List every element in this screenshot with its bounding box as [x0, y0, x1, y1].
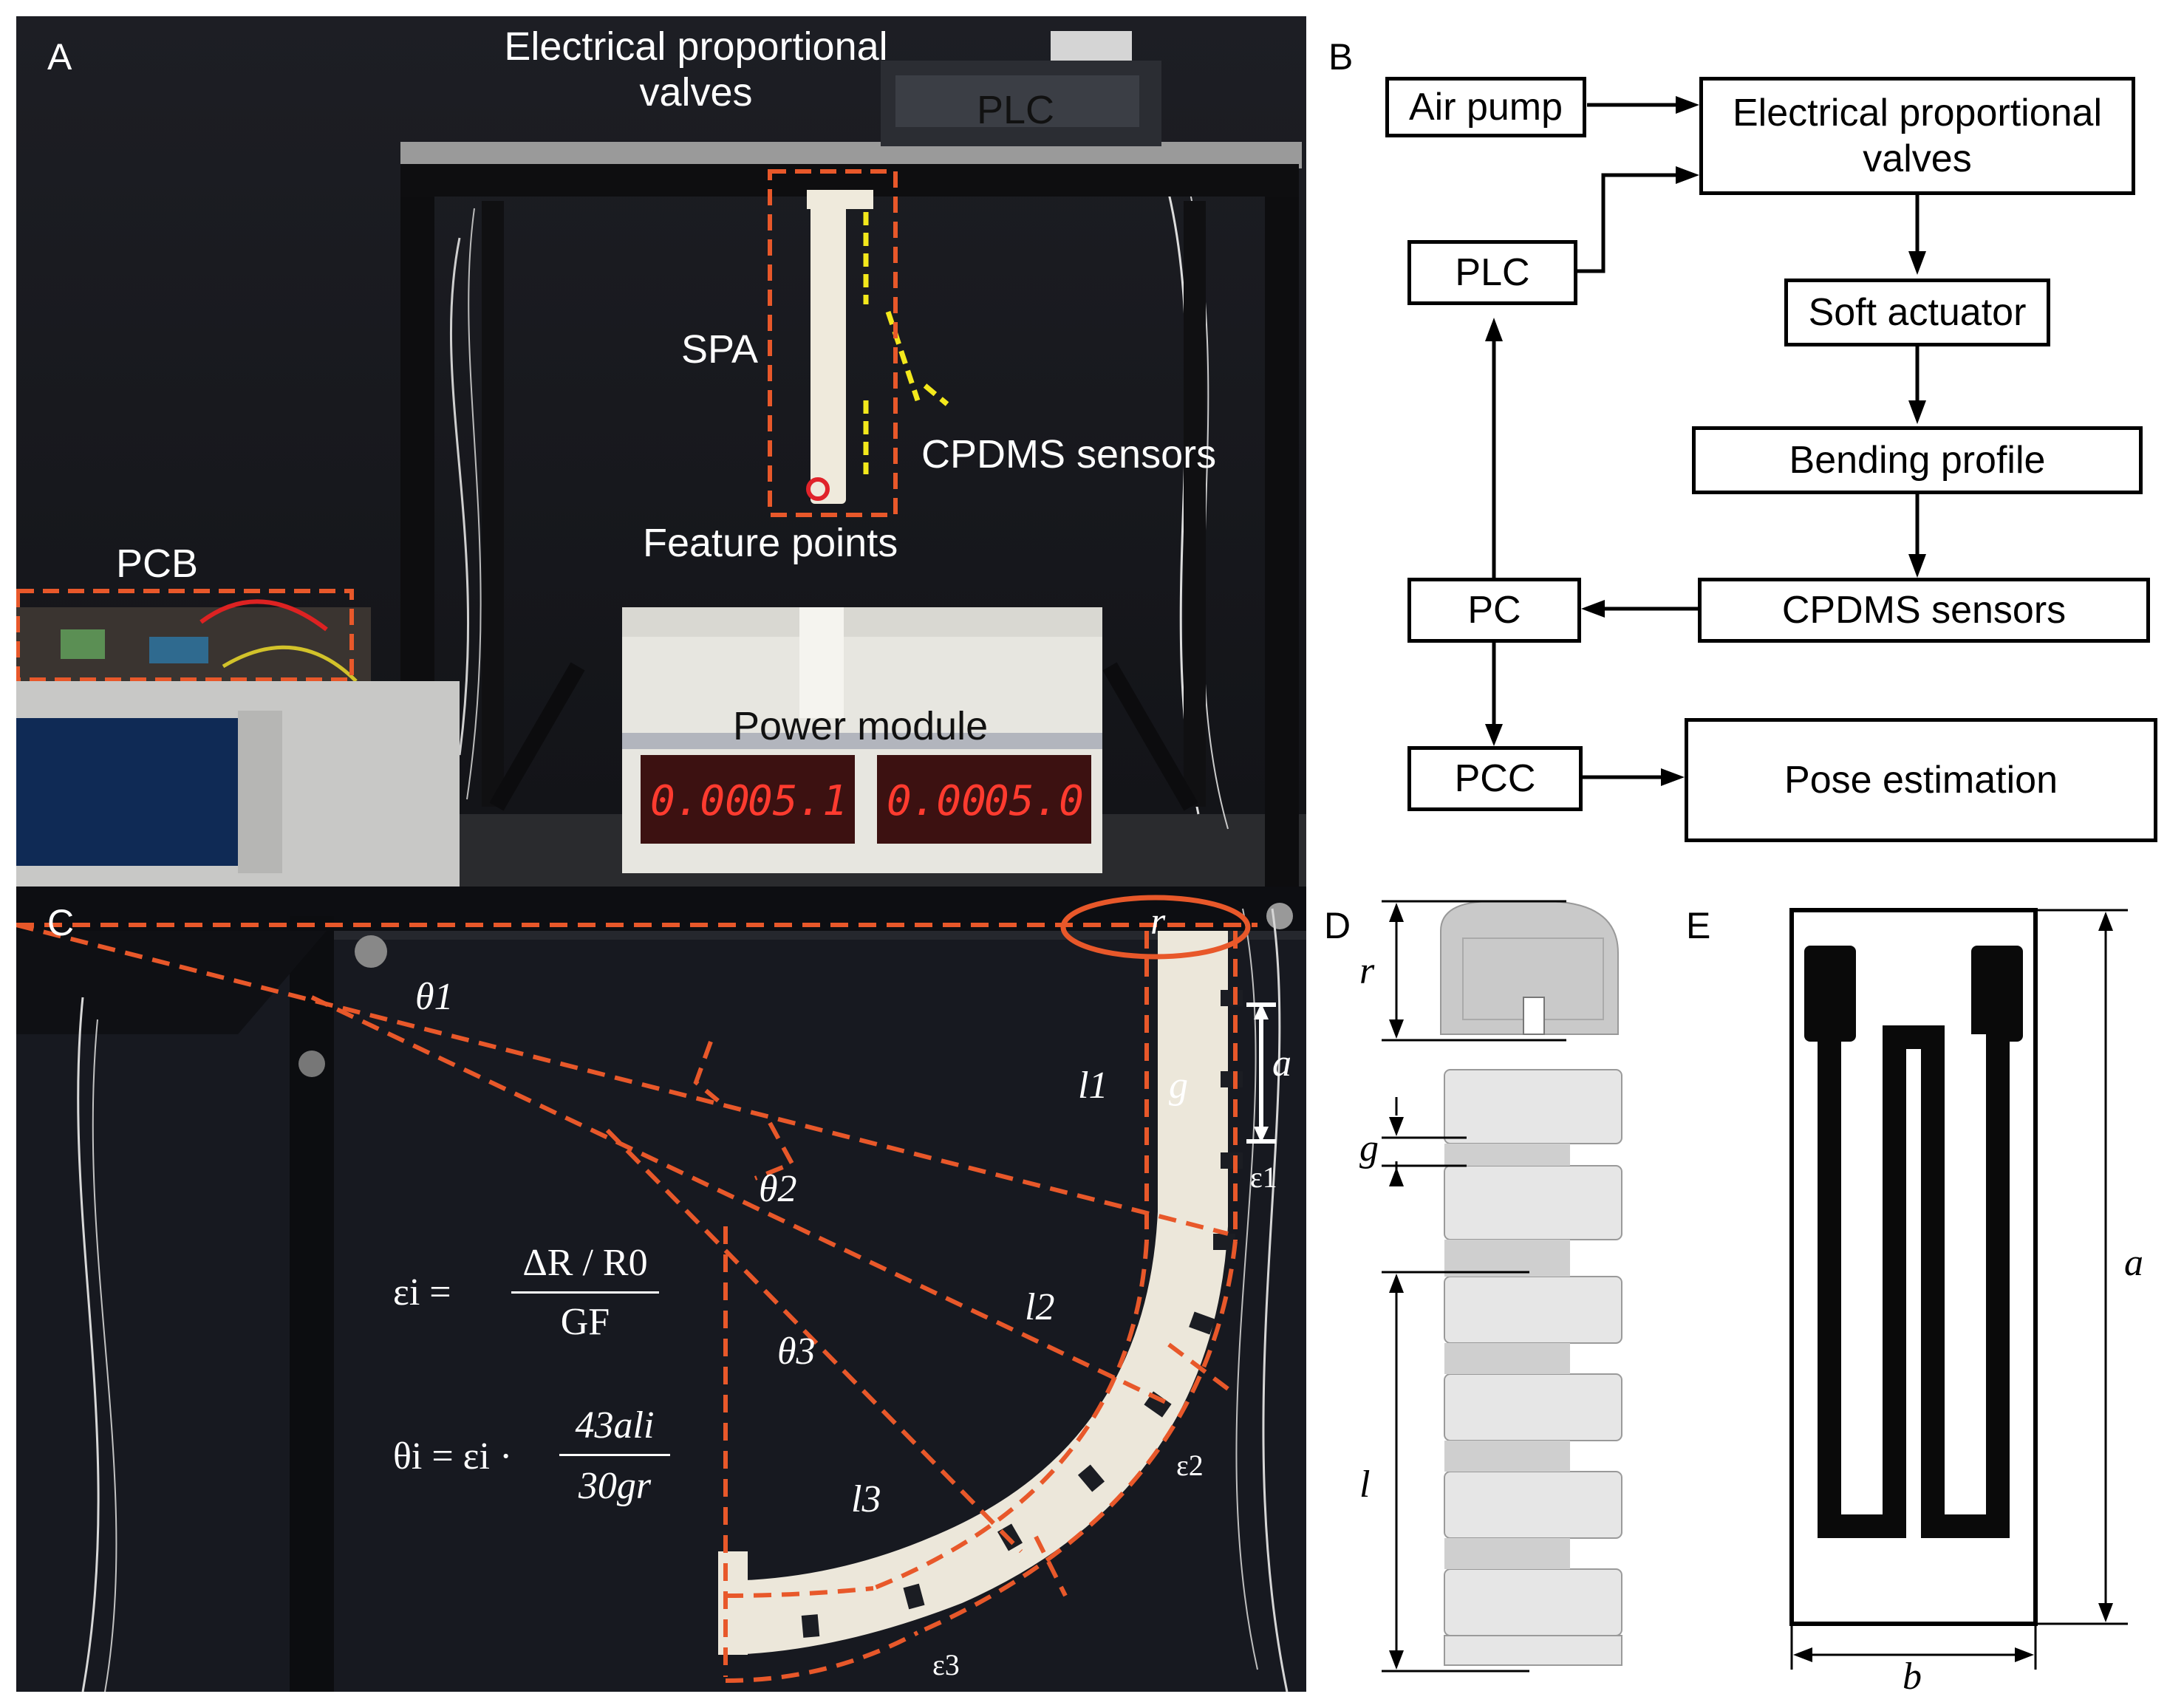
- spa-actuator: [807, 190, 873, 504]
- right-current-readout: 0.00: [887, 777, 986, 825]
- box-soft-actuator: Soft actuator: [1784, 279, 2050, 346]
- pcb-region-box: [16, 589, 354, 682]
- equation-strain-numerator: ΔR / R0: [522, 1242, 648, 1284]
- symbol-r: r: [1150, 901, 1166, 943]
- panel-c-photo: C r θ1 θ2 θ3 l1 l2 l3 g a ε1 ε2 ε3 εi = …: [16, 887, 1306, 1692]
- equation-angle-lhs: θi = εi ·: [393, 1435, 513, 1478]
- symbol-a: a: [1272, 1042, 1291, 1084]
- box-cpdms-sensors: CPDMS sensors: [1698, 578, 2150, 643]
- right-voltage-readout: 05.0: [984, 777, 1084, 825]
- box-pose-estimation: Pose estimation: [1685, 718, 2157, 842]
- panel-d-letter: D: [1324, 905, 1351, 946]
- label-electrical-proportional-valves: Electrical proportional valves: [504, 24, 888, 115]
- left-current-readout: 0.00: [650, 777, 750, 825]
- symbol-epsilon3: ε3: [932, 1648, 960, 1681]
- symbol-a-dimension: a: [2124, 1242, 2143, 1284]
- equation-strain-fraction-bar: [511, 1291, 659, 1294]
- flowchart-arrows: [1485, 96, 1926, 786]
- panel-b-letter: B: [1328, 36, 1354, 78]
- label-plc: PLC: [977, 88, 1055, 132]
- actuator-drawing: [1382, 900, 1622, 1673]
- symbol-theta2: θ2: [759, 1168, 797, 1210]
- equation-angle-numerator: 43ali: [575, 1404, 655, 1446]
- panel-a-letter: A: [47, 36, 72, 78]
- panel-e-letter: E: [1686, 905, 1711, 946]
- symbol-r-dimension: r: [1359, 950, 1375, 992]
- symbol-theta3: θ3: [777, 1330, 816, 1373]
- symbol-g: g: [1169, 1065, 1188, 1107]
- box-electrical-proportional-valves: Electrical proportional valves: [1699, 77, 2135, 195]
- symbol-b-dimension: b: [1903, 1656, 1922, 1692]
- equation-angle: θi = εi · 43ali 30gr: [393, 1404, 703, 1522]
- label-cpdms-sensors: CPDMS sensors: [921, 432, 1217, 476]
- symbol-l-dimension: l: [1359, 1463, 1371, 1506]
- symbol-g-dimension: g: [1359, 1127, 1379, 1169]
- label-spa: SPA: [681, 327, 759, 372]
- sensor-markers: [863, 212, 949, 474]
- feature-point-marker: [806, 477, 830, 501]
- symbol-epsilon2: ε2: [1176, 1449, 1204, 1482]
- symbol-theta1: θ1: [415, 976, 454, 1018]
- box-air-pump: Air pump: [1385, 77, 1586, 137]
- equation-angle-fraction-bar: [559, 1454, 670, 1456]
- equation-strain-denominator: GF: [560, 1301, 610, 1343]
- panel-c-scene: [16, 887, 1306, 1692]
- panel-d-cad: D: [1315, 887, 1655, 1692]
- box-plc: PLC: [1407, 240, 1577, 305]
- symbol-l3: l3: [851, 1478, 881, 1520]
- panel-c-letter: C: [47, 902, 75, 943]
- panel-b-flowchart: B: [1315, 16, 2184, 887]
- left-voltage-readout: 05.1: [748, 777, 847, 825]
- panel-a-scene: [16, 16, 1306, 887]
- symbol-epsilon1: ε1: [1250, 1161, 1277, 1194]
- spa-region-box: [768, 169, 898, 517]
- label-pcb: PCB: [116, 542, 199, 586]
- geometry-overlay: [16, 895, 1276, 1683]
- box-bending-profile: Bending profile: [1692, 426, 2143, 494]
- box-pcc: PCC: [1407, 746, 1583, 811]
- panel-e-sensor: E: [1655, 887, 2184, 1692]
- equation-strain: εi = ΔR / R0 GF: [393, 1241, 703, 1352]
- symbol-l1: l1: [1078, 1065, 1108, 1107]
- equation-strain-lhs: εi =: [393, 1271, 451, 1314]
- panel-a-photo: 0.00 05.1 0.00 05.0 A Electrical proport…: [16, 16, 1306, 887]
- sensor-drawing: [1789, 908, 2128, 1670]
- equation-angle-denominator: 30gr: [578, 1465, 652, 1507]
- label-power-module: Power module: [733, 704, 989, 748]
- box-pc: PC: [1407, 578, 1581, 643]
- label-feature-points: Feature points: [643, 521, 898, 565]
- symbol-l2: l2: [1025, 1286, 1055, 1328]
